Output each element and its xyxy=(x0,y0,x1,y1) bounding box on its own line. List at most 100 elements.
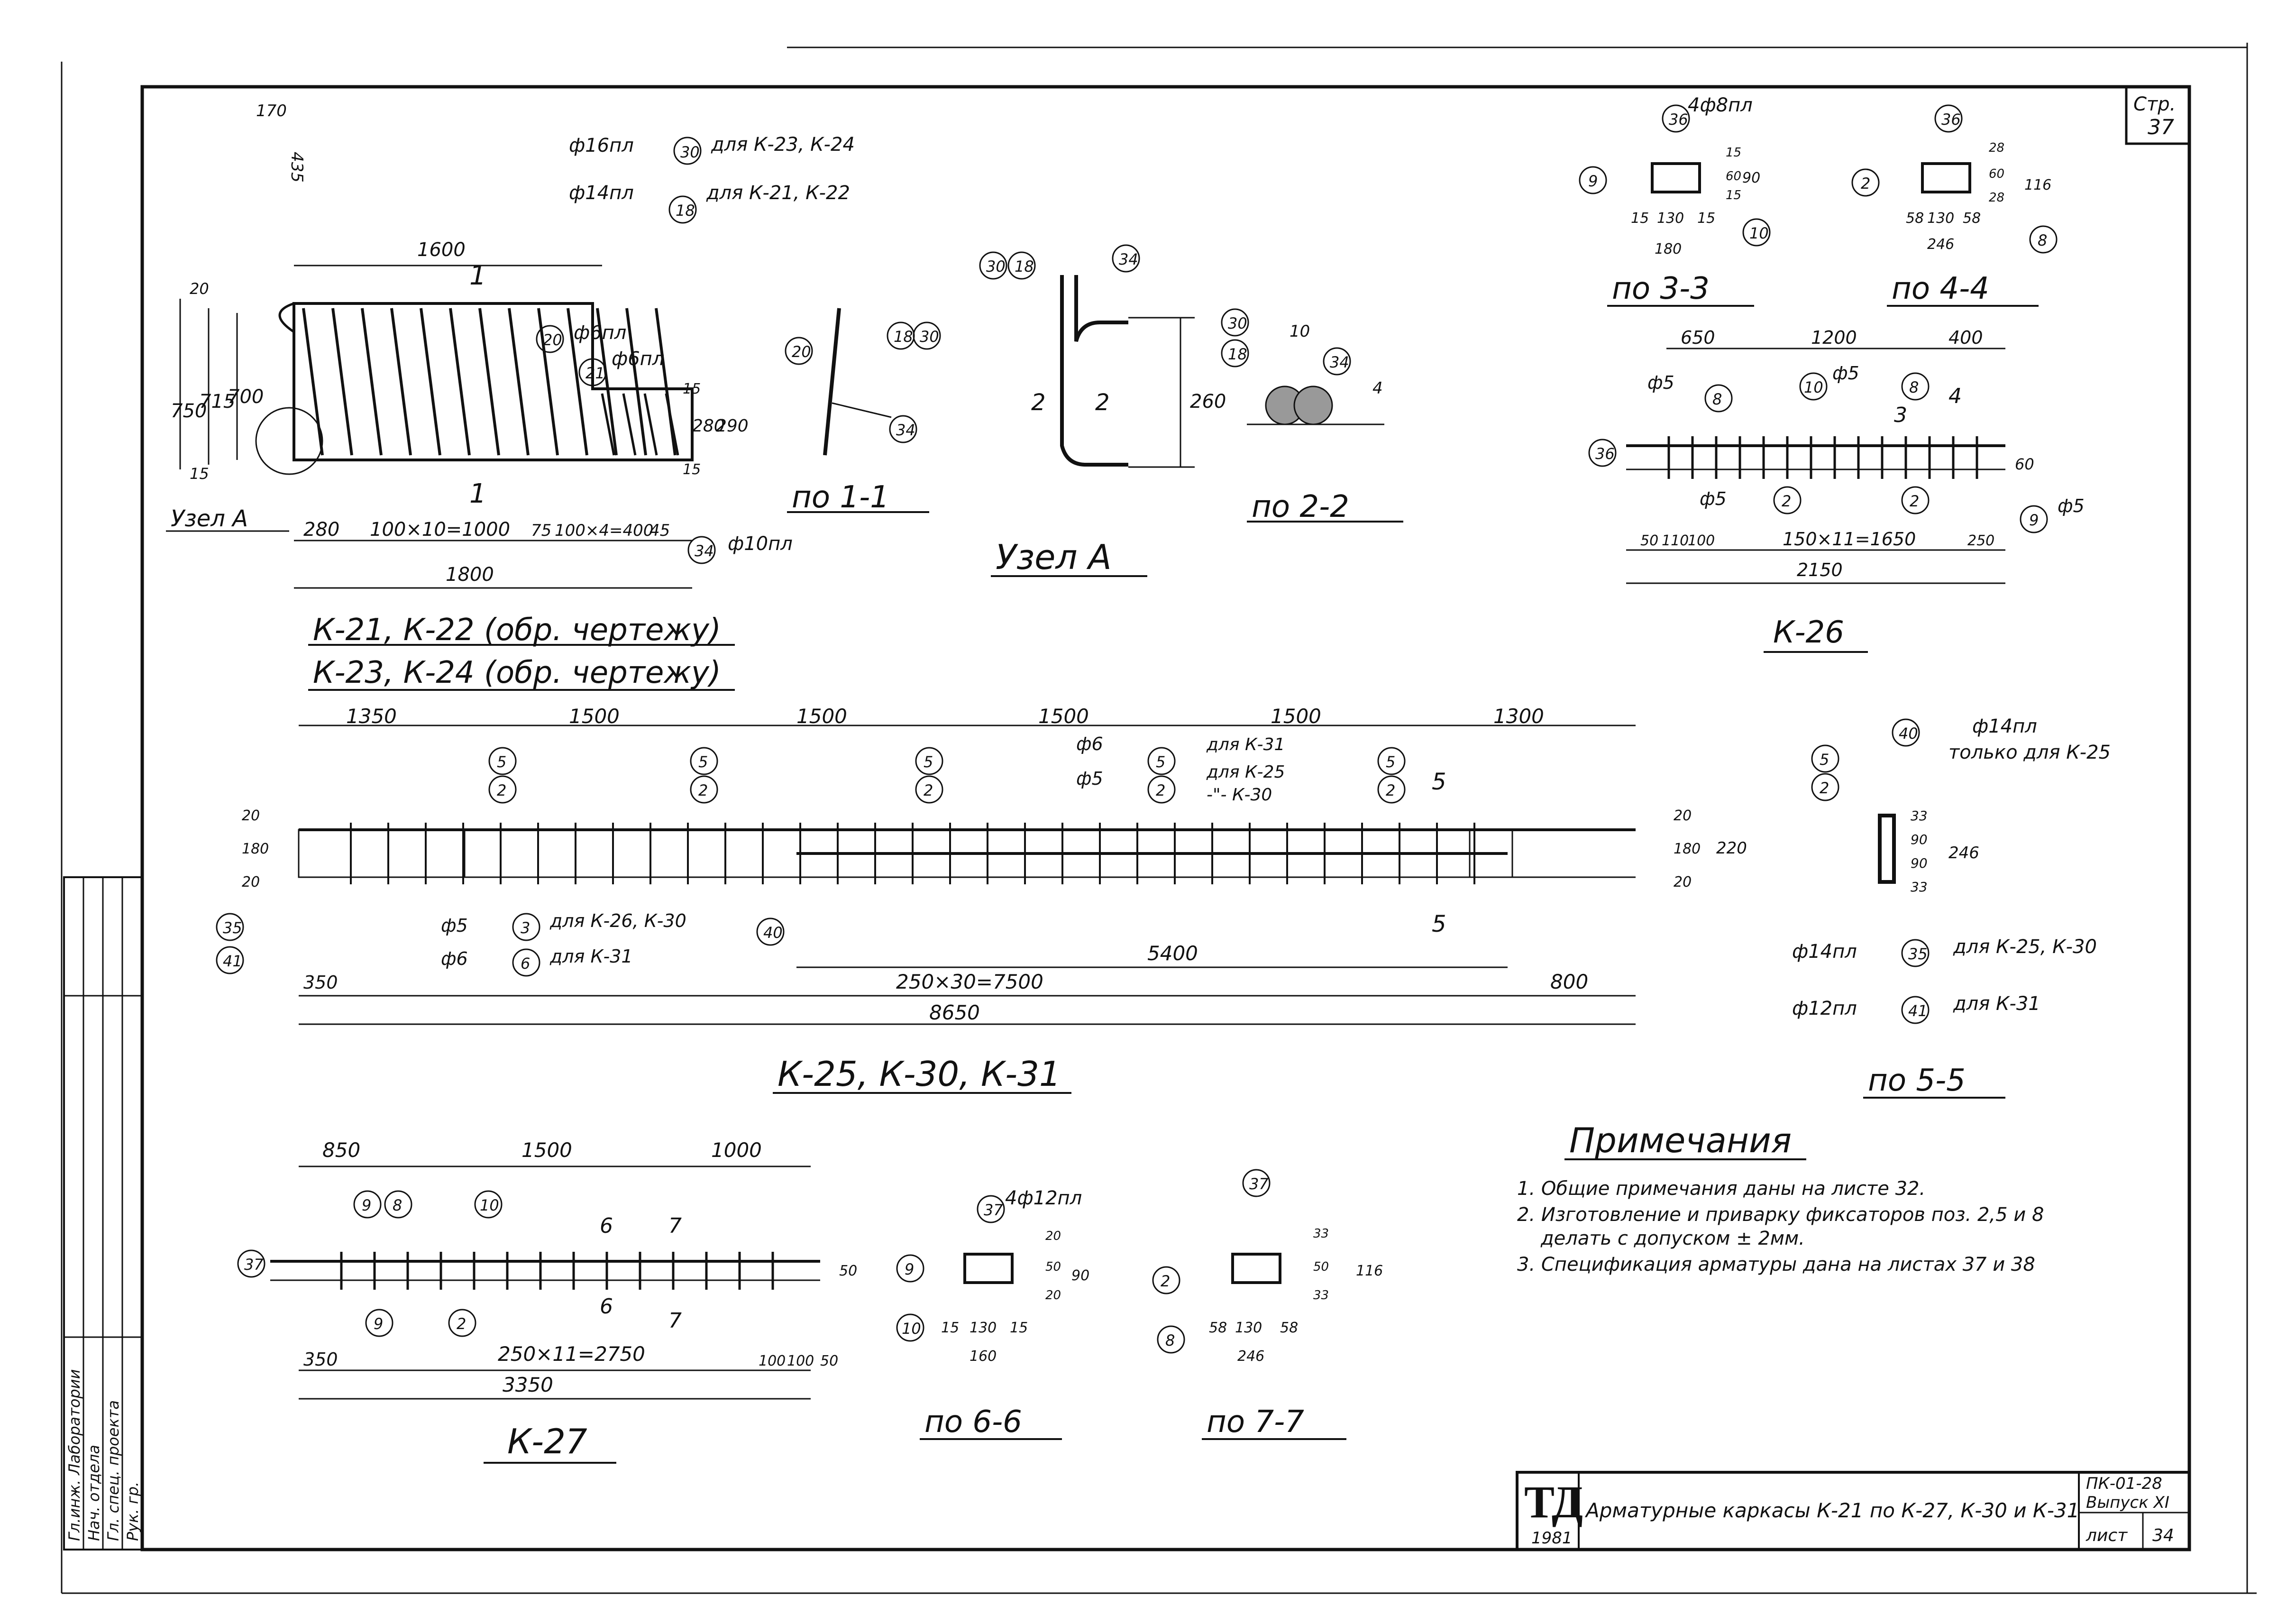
pos-35: 35 xyxy=(1908,945,1928,963)
title-block-title: Арматурные каркасы К-21 по К-27, К-30 и … xyxy=(1584,1499,2079,1522)
label-for-k30: -"- К-30 xyxy=(1207,785,1272,805)
dim-220: 220 xyxy=(1716,839,1747,858)
page-number-box xyxy=(2125,85,2191,145)
dim-260: 260 xyxy=(1190,391,1226,413)
view-k21-k24: 1600 750 715 700 20 15 280 290 15 15 280… xyxy=(166,101,855,589)
spiral-bar-end xyxy=(622,393,637,456)
dim-435: 435 xyxy=(287,152,306,183)
pos-34: 34 xyxy=(695,542,714,560)
label-for-k26-k30: для К-26, К-30 xyxy=(549,910,686,931)
dim-100-b: 100 xyxy=(787,1353,814,1369)
title-block-year: 1981 xyxy=(1531,1529,1573,1548)
title-block-issue: Выпуск XI xyxy=(2086,1493,2169,1512)
section-mark-4: 4 xyxy=(1948,384,1962,408)
callout-pos-2: 2 xyxy=(497,781,506,799)
pos-36: 36 xyxy=(1941,110,1961,128)
pos-37: 37 xyxy=(244,1256,264,1274)
callout-circle-5 xyxy=(488,747,517,775)
spiral-bars xyxy=(302,308,679,456)
section-mark-1-top: 1 xyxy=(469,260,486,291)
dim-20-a: 20 xyxy=(242,807,260,824)
note-2-line-2: делать с допуском ± 2мм. xyxy=(1540,1228,1805,1249)
label-for-k25: для К-25 xyxy=(1206,762,1285,782)
dim-20-d: 20 xyxy=(1674,874,1692,890)
label-phi5: ф5 xyxy=(1076,768,1103,789)
dim-250x30: 250×30=7500 xyxy=(896,970,1043,993)
section-mark-7-bottom: 7 xyxy=(668,1309,682,1333)
note-1: 1. Общие примечания даны на листе 32. xyxy=(1517,1178,1925,1200)
view-section-7-7: 37 2 8 58 130 58 246 33 50 33 116 xyxy=(1152,1169,1383,1365)
dim-350: 350 xyxy=(303,1349,338,1370)
dim-280b: 280 xyxy=(303,519,339,541)
pos-34: 34 xyxy=(896,421,915,439)
view-section-6-6: 4ф12пл 37 9 10 15 130 15 160 20 50 20 90 xyxy=(896,1187,1089,1365)
callout-circle-5 xyxy=(1377,747,1406,775)
dim-15c: 15 xyxy=(683,461,701,478)
dim-20b: 20 xyxy=(1045,1288,1061,1303)
dim-170: 170 xyxy=(256,101,287,120)
pos-18: 18 xyxy=(1015,257,1034,275)
dim-10: 10 xyxy=(1290,322,1310,341)
cage-outline xyxy=(293,302,694,461)
pos-34: 34 xyxy=(1330,353,1349,371)
dim-1500-a: 1500 xyxy=(569,705,620,728)
callout-pos-5: 5 xyxy=(698,753,708,771)
label-phi6-b: ф6пл xyxy=(612,348,664,370)
label-phi6: ф6 xyxy=(1076,734,1103,754)
pos-34: 34 xyxy=(1119,250,1138,268)
callout-circle-2 xyxy=(1147,775,1176,804)
section-mark-7-top: 7 xyxy=(668,1214,682,1238)
pos-9-b: 9 xyxy=(374,1315,383,1333)
pos-18: 18 xyxy=(676,202,695,220)
pos-10: 10 xyxy=(902,1320,921,1338)
dim-246: 246 xyxy=(1237,1348,1264,1365)
dim-3350: 3350 xyxy=(503,1373,553,1396)
spiral-bar xyxy=(361,308,383,456)
dim-20-b: 20 xyxy=(242,874,260,890)
dim-50: 50 xyxy=(1045,1260,1061,1274)
callout-pos-2: 2 xyxy=(698,781,708,799)
pos-8: 8 xyxy=(1165,1331,1175,1349)
dim-58a: 58 xyxy=(1209,1320,1227,1336)
view-title-section-4-4: по 4-4 xyxy=(1892,271,1989,306)
pos-9: 9 xyxy=(905,1260,914,1278)
pos-36: 36 xyxy=(1669,110,1688,128)
dim-1200: 1200 xyxy=(1811,327,1857,348)
view-title-k26: К-26 xyxy=(1773,615,1844,650)
dim-850: 850 xyxy=(322,1138,360,1162)
dim-1600: 1600 xyxy=(417,239,466,261)
dim-15d: 15 xyxy=(1726,188,1741,202)
page-number-label: Стр. xyxy=(2133,93,2176,115)
logo-td: ТД xyxy=(1524,1477,1583,1527)
section-mark-5-bottom: 5 xyxy=(1432,911,1446,937)
dim-15b: 15 xyxy=(1697,210,1715,227)
label-for-k25-k30: для К-25, К-30 xyxy=(1953,936,2097,958)
stamp-row-2: Нач. отдела xyxy=(85,1445,103,1541)
label-4phi12: 4ф12пл xyxy=(1005,1187,1082,1209)
dim-250: 250 xyxy=(1967,532,1994,549)
dim-1350: 1350 xyxy=(346,705,397,728)
dim-20: 20 xyxy=(190,280,209,298)
dim-15b: 15 xyxy=(683,381,701,397)
section-mark-6-top: 6 xyxy=(600,1214,613,1238)
dim-180-b: 180 xyxy=(1674,841,1701,857)
dim-1300: 1300 xyxy=(1493,705,1544,728)
callout-pos-5: 5 xyxy=(1386,753,1395,771)
view-title-section-6-6: по 6-6 xyxy=(924,1404,1022,1440)
view-section-5-5: 5 2 40 ф14пл только для К-25 33 90 90 33… xyxy=(1792,716,2111,1024)
spiral-bar xyxy=(625,308,647,456)
dim-1500: 1500 xyxy=(521,1138,572,1162)
dim-160: 160 xyxy=(970,1348,997,1365)
callout-pos-2: 2 xyxy=(1156,781,1165,799)
dim-100x10: 100×10=1000 xyxy=(370,519,510,541)
label-phi14: ф14пл xyxy=(1972,716,2037,737)
label-phi5-a: ф5 xyxy=(1647,372,1674,393)
label-phi5-b: ф5 xyxy=(441,915,468,936)
spiral-bar xyxy=(449,308,471,456)
dim-75: 75 xyxy=(531,521,551,540)
label-for-k23-k24: для К-23, К-24 xyxy=(711,134,855,156)
view-section-1-1: 20 18 30 34 xyxy=(785,308,941,456)
label-phi10: ф10пл xyxy=(728,533,793,555)
stamp-row-4: Рук. гр. xyxy=(124,1482,142,1541)
